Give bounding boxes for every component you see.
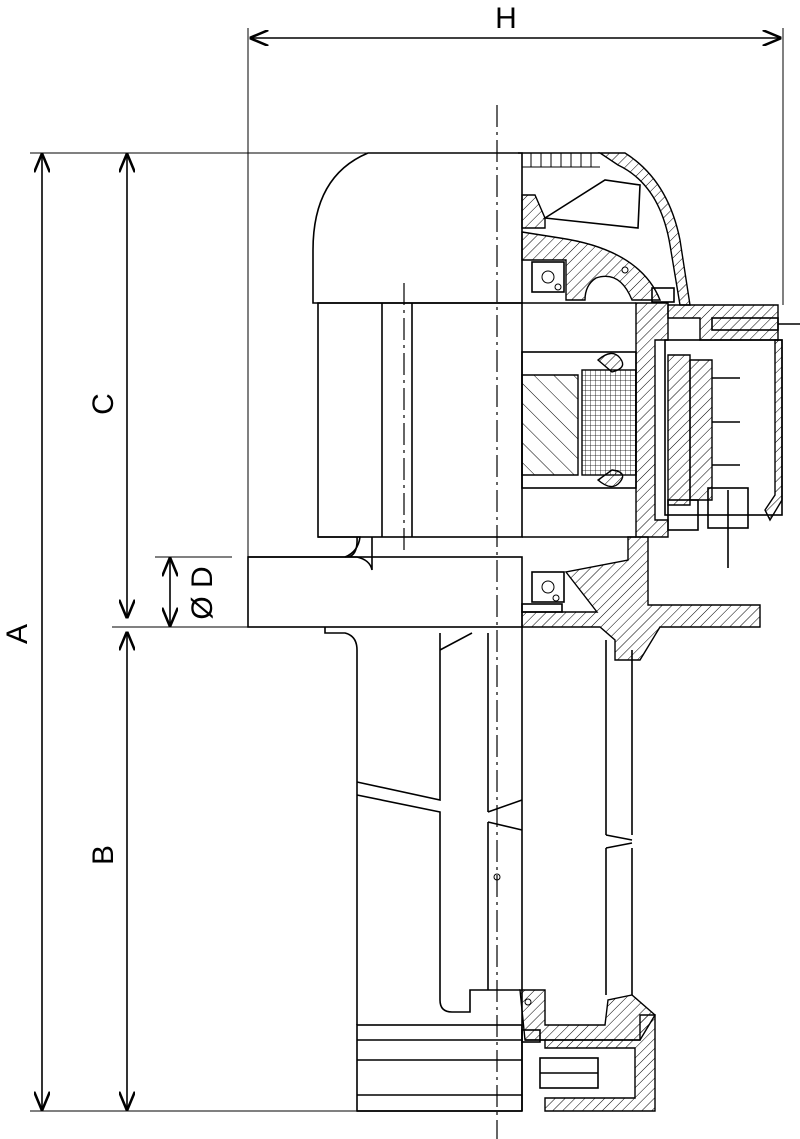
motor-section — [521, 152, 800, 661]
impeller-housing — [356, 989, 656, 1112]
dimension-label-h: H — [495, 2, 517, 35]
dimension-label-d: Ø D — [186, 566, 219, 619]
dimension-lines — [30, 28, 784, 1112]
dimension-label-c: C — [87, 393, 120, 415]
dimension-label-a: A — [1, 624, 34, 644]
dimension-label-b: B — [87, 845, 120, 865]
